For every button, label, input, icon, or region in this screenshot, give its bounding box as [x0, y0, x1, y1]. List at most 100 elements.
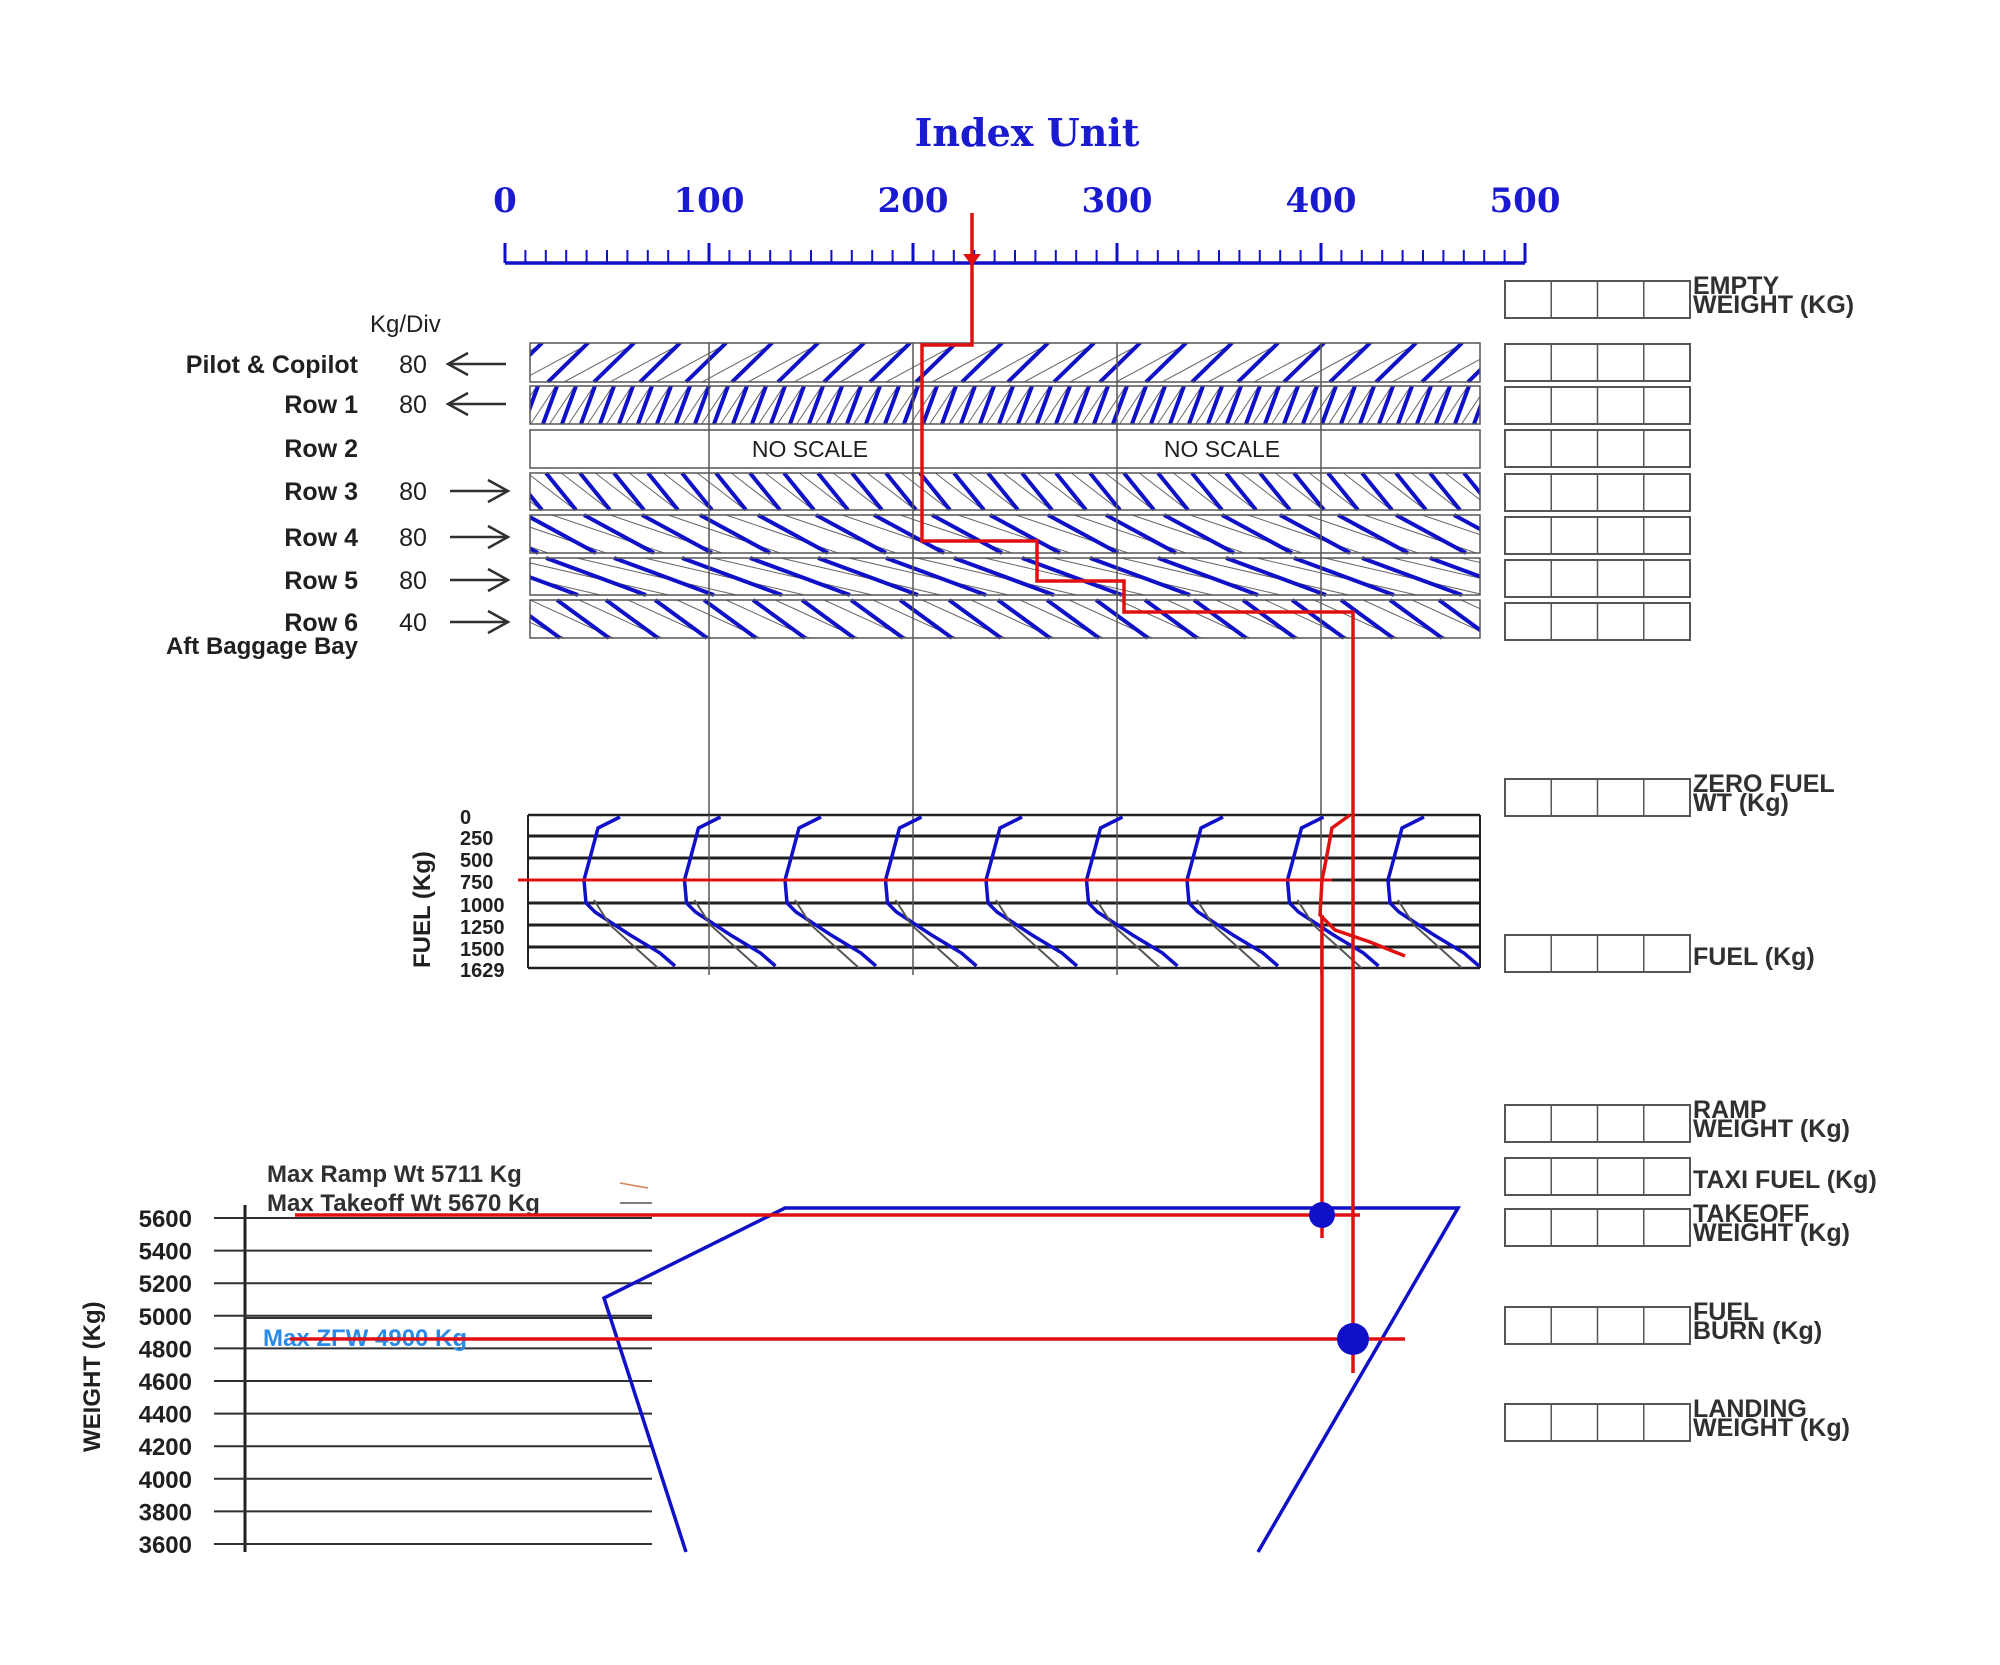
hatch-thin-line [1207, 343, 1281, 383]
hatch-thin-line [1081, 385, 1108, 425]
hatch-thin-line [1271, 385, 1298, 425]
index-tick-label: 0 [493, 181, 517, 221]
hatch-thin-line [426, 343, 498, 382]
hatch-thin-line [594, 472, 644, 511]
hatch-line [1472, 401, 1480, 425]
hatch-thin-line [1206, 472, 1256, 511]
hatch-line [1282, 343, 1326, 384]
fuel-axis-title: FUEL (Kg) [409, 851, 436, 968]
hatch-line [817, 556, 919, 597]
hatch-thin-line [1460, 557, 1480, 563]
hatch-thin-line [931, 343, 1005, 383]
hatch-thin-line [1404, 385, 1431, 425]
hatch-thin-line [984, 557, 1145, 596]
hatch-thin-line [1347, 385, 1374, 425]
hatch-line [530, 492, 544, 512]
hatch-thin-line [834, 385, 861, 425]
hatch-line [1094, 598, 1150, 640]
index-tick-label: 200 [878, 181, 949, 221]
hatch-line [1016, 385, 1034, 425]
box-label: WEIGHT (Kg) [1693, 1414, 1850, 1442]
fuel-tick-label: 1629 [460, 960, 505, 982]
fuel-tick-label: 0 [460, 807, 471, 829]
no-scale-label-2: NO SCALE [1164, 436, 1280, 462]
hatch-thin-line [832, 472, 882, 511]
hatch-thin-line [1538, 515, 1650, 553]
hatch-thin-line [1024, 385, 1051, 425]
hatch-line [1388, 598, 1444, 640]
hatch-line [1428, 471, 1462, 512]
hatch-line [1326, 471, 1360, 512]
hatch-line [1187, 385, 1205, 425]
hatch-group [426, 343, 1650, 640]
fuel-tick-label: 250 [460, 828, 493, 850]
box-label: LANDING [1693, 1395, 1807, 1423]
hatch-thin-line [1437, 358, 1480, 383]
hatch-thin-line [1444, 472, 1480, 501]
hatch-thin-line [968, 472, 1018, 511]
hatch-thin-line [587, 385, 614, 425]
arrow-right-icon [487, 609, 511, 635]
hatch-line [997, 385, 1015, 425]
row-label: Row 3 [284, 478, 358, 506]
row-label: Row 2 [284, 435, 358, 463]
hatch-line [1512, 515, 1582, 553]
max-ramp-label: Max Ramp Wt 5711 Kg [267, 1161, 522, 1188]
hatch-line [530, 575, 579, 597]
index-tick-label: 100 [674, 181, 745, 221]
hatch-thin-line [530, 343, 545, 352]
hatch-thin-line [662, 472, 712, 511]
hatch-thin-line [948, 385, 975, 425]
hatch-thin-line [530, 578, 601, 596]
max-ramp-line [619, 1182, 649, 1189]
hatch-thin-line [1005, 385, 1032, 425]
arrow-left-icon [445, 351, 469, 377]
hatch-line [947, 598, 1003, 640]
hatch-thin-line [1411, 599, 1480, 632]
weight-tick-label: 4600 [139, 1369, 192, 1396]
hatch-thin-line [1120, 557, 1281, 596]
weight-tick-label: 5200 [139, 1271, 192, 1298]
fuel-curve-shadow [693, 899, 760, 968]
hatch-line [653, 598, 709, 640]
hatch-thin-line [1188, 557, 1349, 596]
hatch-line [655, 385, 673, 425]
hatch-line [1089, 556, 1191, 597]
hatch-thin-line [1100, 385, 1127, 425]
hatch-thin-line [853, 385, 880, 425]
hatch-line [749, 556, 851, 597]
hatch-line [1337, 513, 1409, 555]
hatch-thin-line [1104, 472, 1154, 511]
hatch-thin-line [1442, 385, 1469, 425]
hatch-thin-line [796, 385, 823, 425]
hatch-line [456, 343, 496, 382]
hatch-line [816, 471, 850, 512]
cg-envelope [601, 1206, 1462, 1553]
hatch-thin-line [1423, 385, 1450, 425]
no-scale-label-1: NO SCALE [752, 436, 868, 462]
hatch-line [1293, 556, 1395, 597]
hatch-thin-line [1519, 386, 1544, 424]
hatch-thin-line [900, 472, 950, 511]
box-row1 [1504, 386, 1691, 425]
hatch-thin-line [644, 385, 671, 425]
hatch-thin-line [1052, 557, 1213, 596]
box-label: BURN (Kg) [1693, 1317, 1822, 1345]
hatch-thin-line [1385, 385, 1412, 425]
hatch-thin-line [1530, 343, 1602, 382]
hatch-thin-line [747, 343, 821, 383]
hatch-thin-line [701, 343, 775, 383]
hatch-line [1020, 471, 1054, 512]
box-label: FUEL (Kg) [1693, 943, 1815, 971]
hatch-thin-line [1328, 385, 1355, 425]
row-kg-per-div: 40 [399, 609, 427, 637]
fuel-curve [682, 815, 777, 968]
hatch-thin-line [696, 472, 746, 511]
hatch-thin-line [530, 562, 669, 596]
row-label: Row 5 [284, 567, 358, 595]
hatch-thin-line [815, 385, 842, 425]
hatch-line [714, 471, 748, 512]
hatch-line [953, 556, 1055, 597]
